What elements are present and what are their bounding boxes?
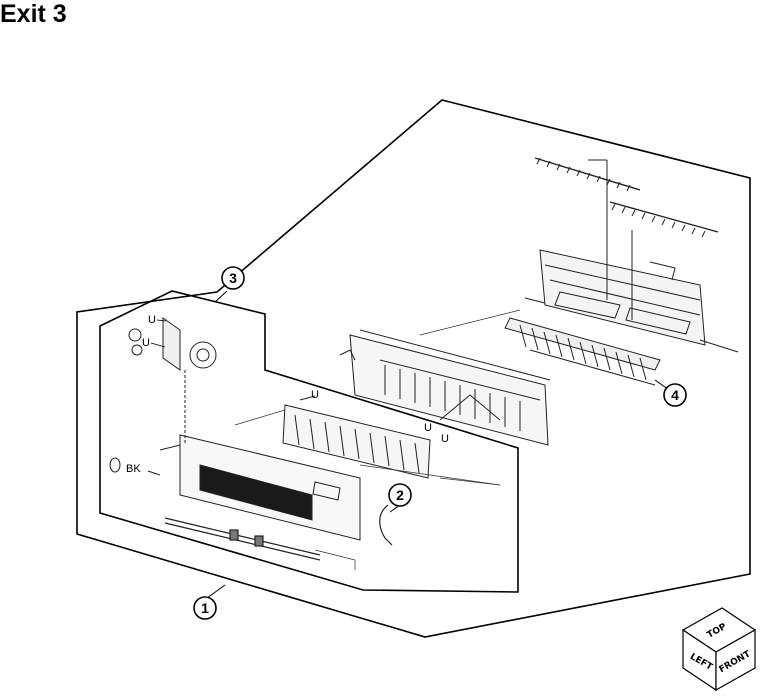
exit-upper-assembly [524, 157, 739, 353]
exit-middle-frame [339, 329, 551, 446]
exit-guide-comb [504, 317, 661, 386]
callout-1: 1 [193, 596, 217, 620]
callout-2-label: 2 [396, 487, 404, 503]
callout-3-label: 3 [229, 270, 237, 286]
exit-front-cover [159, 434, 361, 541]
inner-group-boundary [99, 290, 519, 593]
assembly-guide-lines [234, 309, 521, 570]
page-title: Exit 3 [0, 0, 67, 28]
exit-roller-shaft [164, 517, 321, 561]
part-label-u: U [311, 389, 319, 401]
callout-3: 3 [221, 266, 245, 290]
part-label-u: U [148, 314, 156, 326]
exit-lower-assembly [282, 395, 431, 479]
callout-4: 4 [663, 383, 687, 407]
callout-2: 2 [388, 483, 412, 507]
callout-leaders [206, 290, 673, 599]
part-label-u: U [142, 337, 150, 349]
part-label-u: U [441, 433, 449, 445]
gear-assembly [128, 317, 217, 445]
bk-bushing [109, 457, 161, 476]
part-label-u: U [424, 422, 432, 434]
part-label-bk: BK [126, 463, 141, 475]
outer-group-boundary [76, 99, 751, 638]
callout-4-label: 4 [671, 387, 679, 403]
orientation-cube-icon: TOP LEFT FRONT [681, 607, 757, 692]
cable-part [379, 504, 393, 546]
callout-1-label: 1 [201, 600, 209, 616]
